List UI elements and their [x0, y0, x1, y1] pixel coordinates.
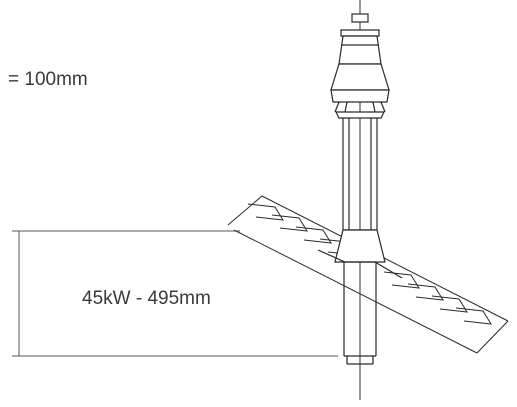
roof-slope [227, 195, 509, 354]
height-dimension-lines [12, 230, 338, 357]
top-dimension-label: = 100mm [8, 69, 88, 90]
roof-tiles [247, 203, 492, 325]
flue-terminal [330, 13, 390, 119]
height-dimension-label: 45kW - 495mm [82, 288, 211, 309]
flashing-collar [317, 229, 403, 279]
lower-flue-pipe [343, 262, 377, 365]
